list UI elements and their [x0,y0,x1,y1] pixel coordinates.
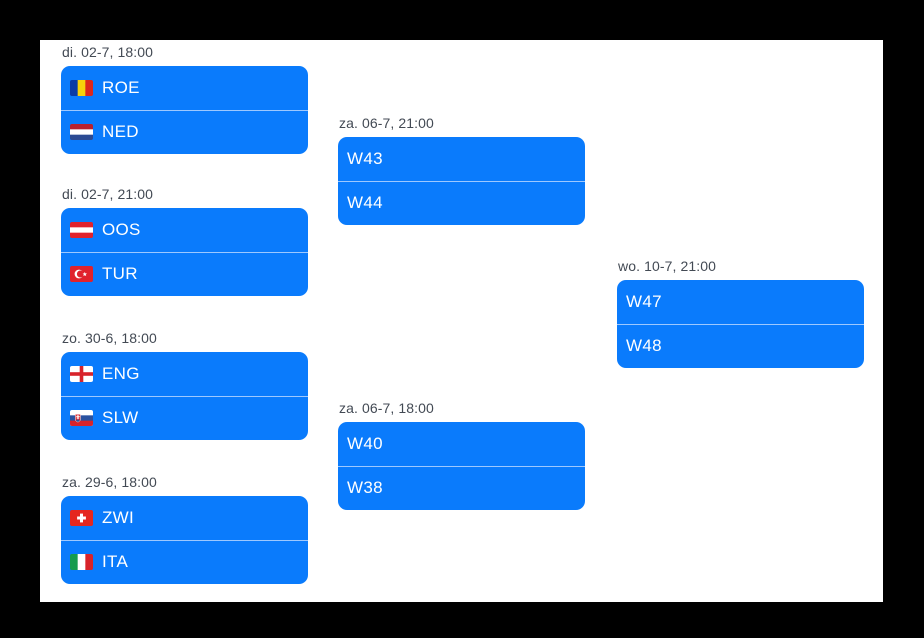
match-datetime-label: zo. 30-6, 18:00 [62,330,157,346]
team-code: W43 [347,148,383,168]
team-code: W38 [347,478,383,498]
match-eng-slw: zo. 30-6, 18:00 ENG SLW [61,331,308,440]
bracket-panel: di. 02-7, 18:00 ROE NED di. 02-7, 21:00 … [40,40,883,602]
team-row[interactable]: ROE [61,66,308,110]
team-row[interactable]: W48 [617,323,864,369]
team-row[interactable]: ENG [61,352,308,396]
team-row[interactable]: TUR [61,251,308,297]
team-code: ENG [102,363,140,383]
team-row[interactable]: NED [61,109,308,155]
match-datetime-label: za. 06-7, 18:00 [339,400,434,416]
match-w40-w38: za. 06-7, 18:00 W40 W38 [338,401,585,510]
team-row[interactable]: OOS [61,208,308,252]
team-code: OOS [102,219,141,239]
match-card: ROE NED [61,66,308,154]
match-datetime-label: za. 06-7, 21:00 [339,115,434,131]
team-code: W47 [626,291,662,311]
italy-flag-icon [70,554,93,571]
match-roe-ned: di. 02-7, 18:00 ROE NED [61,45,308,154]
team-code: TUR [102,264,138,284]
team-row[interactable]: W44 [338,180,585,226]
turkey-flag-icon [70,266,93,283]
match-datetime-label: wo. 10-7, 21:00 [618,258,717,274]
team-row[interactable]: W43 [338,137,585,181]
team-row[interactable]: ZWI [61,496,308,540]
team-code: W48 [626,336,662,356]
slovakia-flag-icon [70,410,93,427]
match-oos-tur: di. 02-7, 21:00 OOS TUR [61,187,308,296]
match-card: W47 W48 [617,280,864,368]
team-code: NED [102,122,139,142]
match-card: W43 W44 [338,137,585,225]
england-flag-icon [70,365,93,382]
switzerland-flag-icon [70,509,93,526]
team-code: W40 [347,433,383,453]
team-row[interactable]: SLW [61,395,308,441]
match-card: OOS TUR [61,208,308,296]
austria-flag-icon [70,221,93,238]
team-row[interactable]: W47 [617,280,864,324]
match-card: ZWI ITA [61,496,308,584]
match-card: ENG SLW [61,352,308,440]
team-row[interactable]: W38 [338,465,585,511]
team-code: W44 [347,193,383,213]
match-datetime-label: za. 29-6, 18:00 [62,474,157,490]
match-datetime-label: di. 02-7, 21:00 [62,186,154,202]
team-row[interactable]: W40 [338,422,585,466]
team-code: SLW [102,408,139,428]
team-row[interactable]: ITA [61,539,308,585]
match-card: W40 W38 [338,422,585,510]
team-code: ITA [102,552,129,572]
team-code: ROE [102,77,140,97]
netherlands-flag-icon [70,124,93,141]
match-w47-w48: wo. 10-7, 21:00 W47 W48 [617,259,864,368]
romania-flag-icon [70,79,93,96]
match-datetime-label: di. 02-7, 18:00 [62,44,154,60]
match-zwi-ita: za. 29-6, 18:00 ZWI ITA [61,475,308,584]
team-code: ZWI [102,507,135,527]
match-w43-w44: za. 06-7, 21:00 W43 W44 [338,116,585,225]
